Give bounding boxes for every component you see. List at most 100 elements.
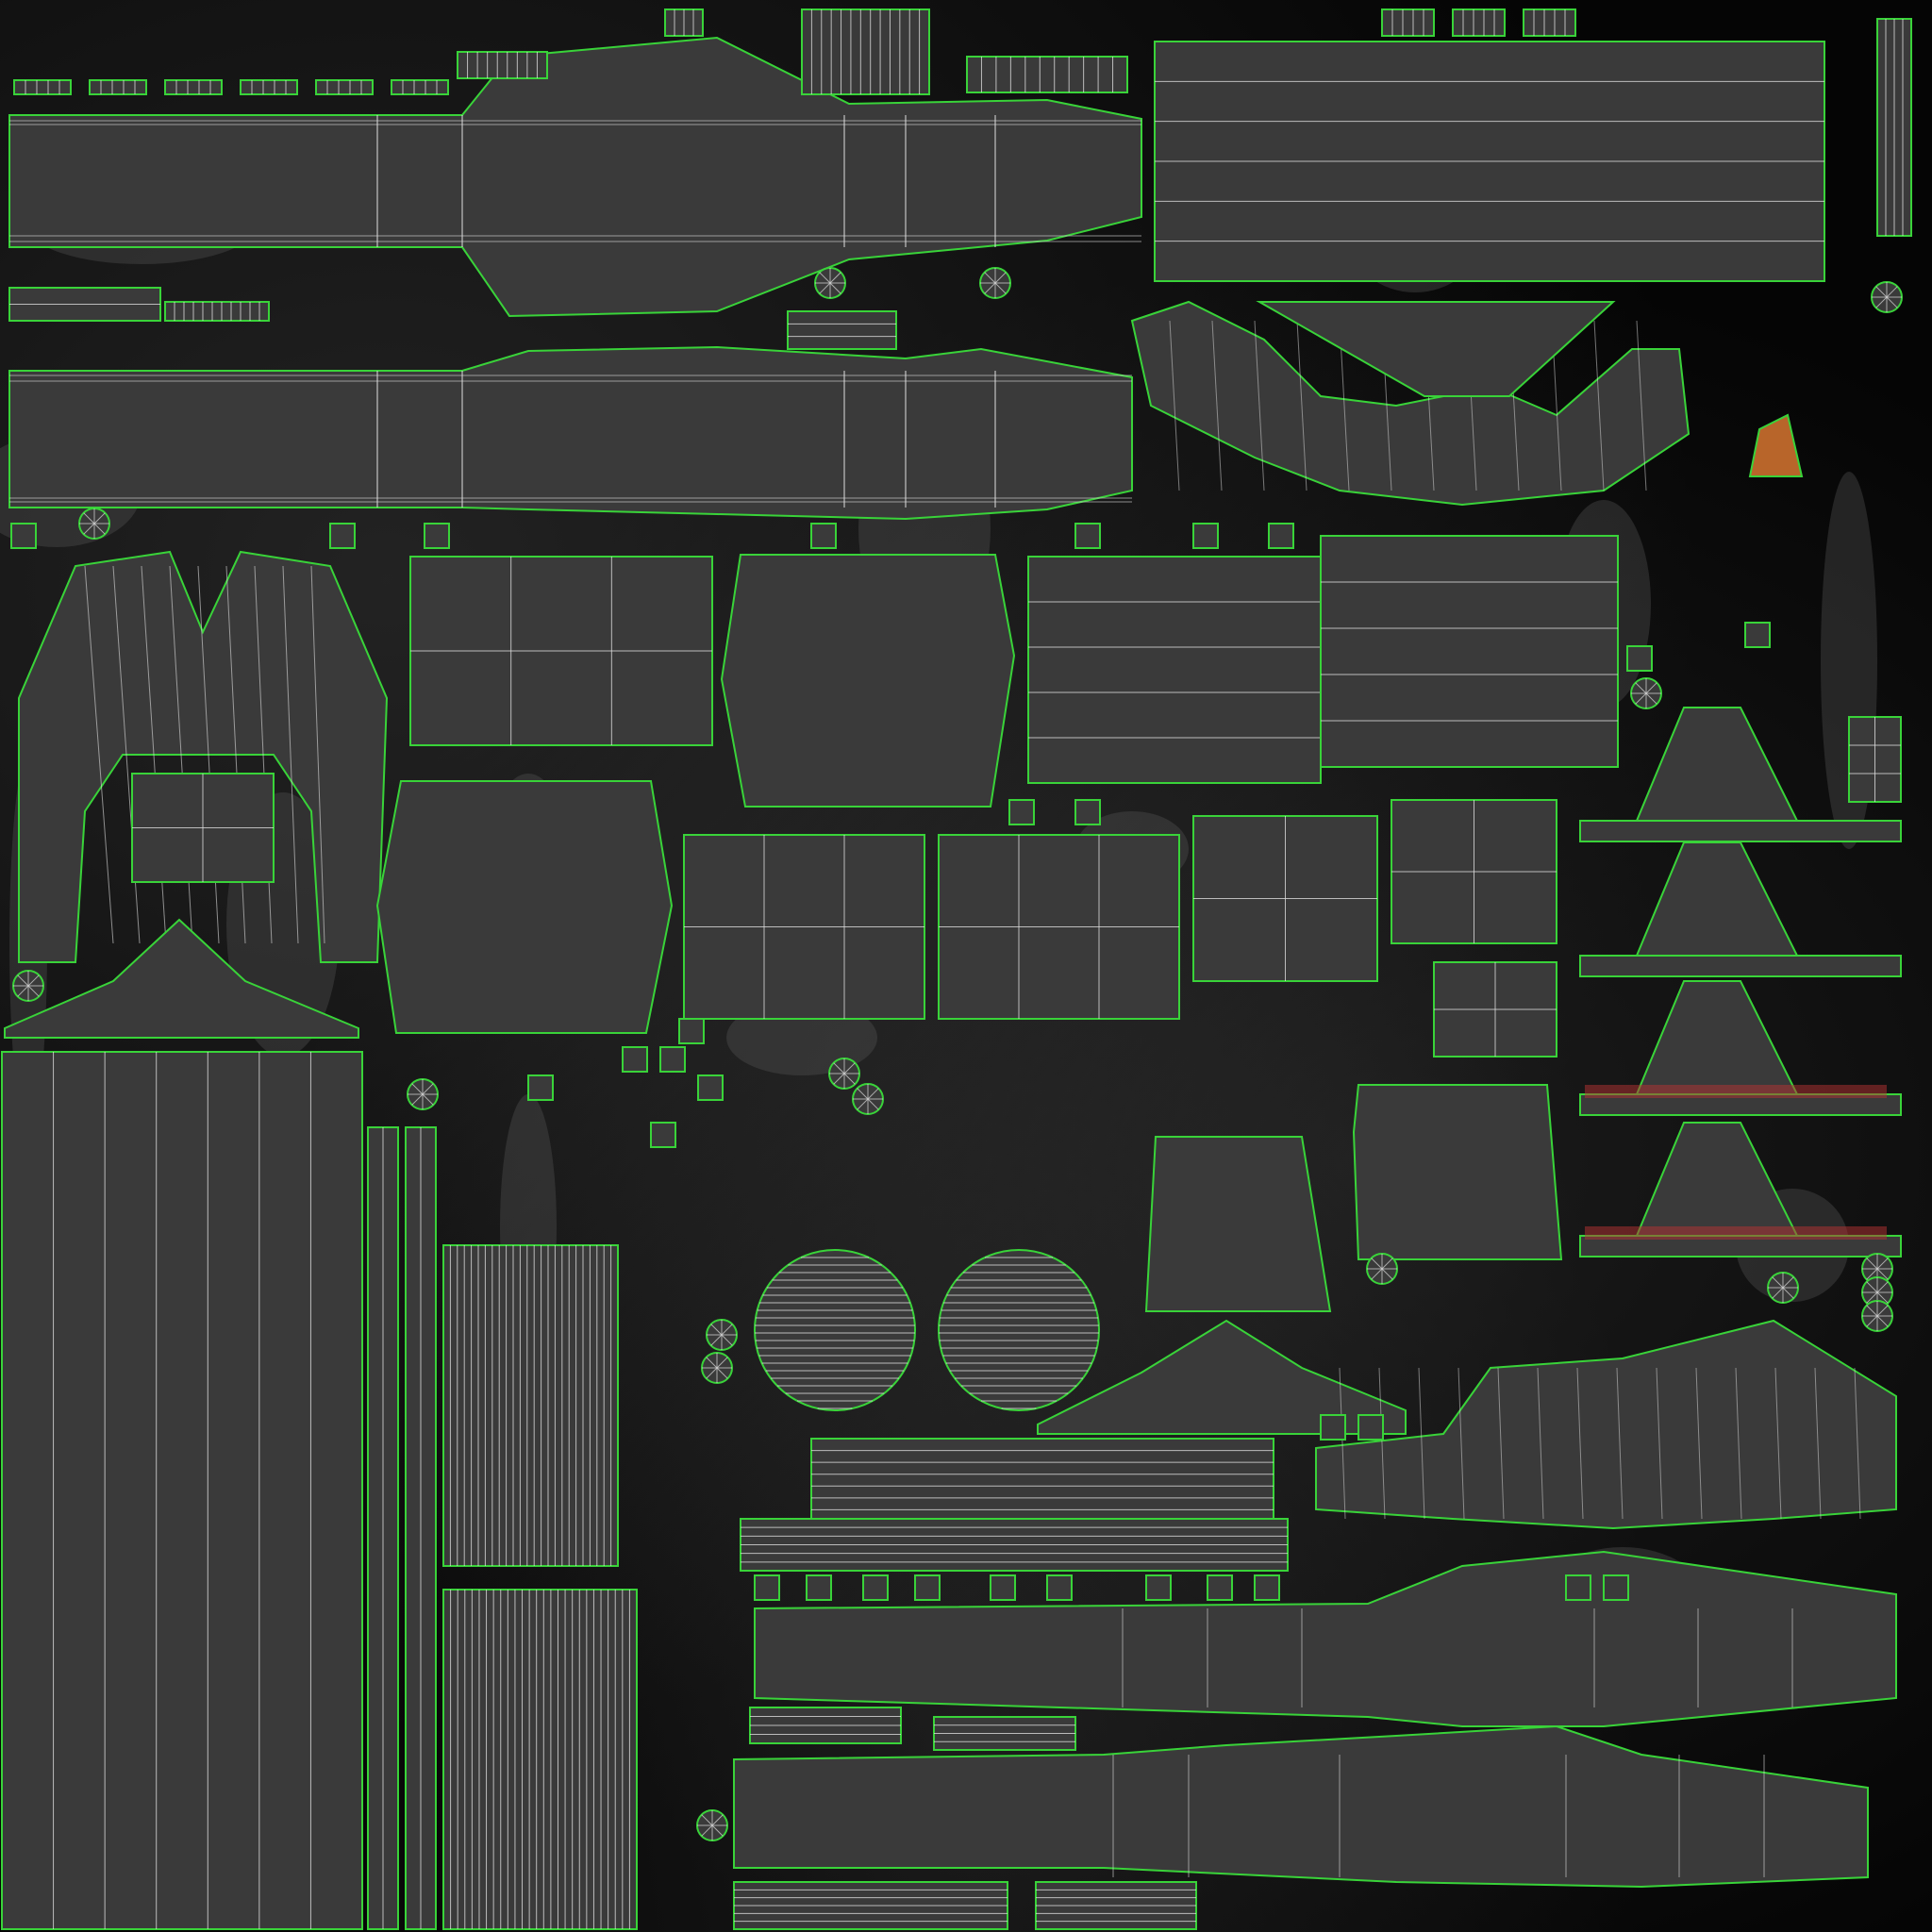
wire-line xyxy=(706,1357,718,1369)
wire-line xyxy=(1876,1305,1889,1317)
top-block-3 xyxy=(1523,8,1576,37)
small-square xyxy=(1565,1574,1591,1601)
wire-line xyxy=(711,1814,724,1826)
panel-striped-1 xyxy=(1027,556,1322,784)
small-square xyxy=(329,523,356,549)
red-stripe xyxy=(1585,1226,1887,1240)
arch-island-top xyxy=(1130,300,1690,507)
small-square xyxy=(697,1074,724,1101)
small-square xyxy=(1603,1574,1629,1601)
side-plate-large xyxy=(1,1051,363,1930)
wire-line xyxy=(1296,320,1307,491)
wire-line xyxy=(819,272,831,284)
wire-line xyxy=(1211,320,1223,491)
mini-strip xyxy=(391,79,449,95)
wire-line xyxy=(1876,1281,1889,1293)
small-square xyxy=(659,1046,686,1073)
small-square xyxy=(1192,523,1219,549)
wire-line xyxy=(1645,692,1657,705)
wire-line xyxy=(1772,1287,1784,1299)
wire-line xyxy=(867,1088,879,1100)
wire-line xyxy=(1876,1257,1889,1270)
tower-fin-2 xyxy=(1579,841,1902,971)
wire-line xyxy=(83,512,95,525)
left-grille-strip xyxy=(164,301,270,322)
wire-line xyxy=(1497,1367,1505,1520)
wire-line xyxy=(829,272,841,284)
wire-line xyxy=(1371,1257,1383,1270)
small-square xyxy=(1320,1414,1346,1441)
wire-line xyxy=(1537,1367,1544,1520)
wire-line xyxy=(1774,1367,1782,1520)
strip-lower-1 xyxy=(810,1438,1274,1523)
small-square xyxy=(1254,1574,1280,1601)
small-square xyxy=(1074,799,1101,825)
wire-line xyxy=(1854,1367,1861,1520)
wire-line xyxy=(93,512,106,525)
wing-island-left xyxy=(18,550,389,963)
block-island-1 xyxy=(1352,1084,1563,1260)
wire-line xyxy=(1782,1276,1794,1289)
small-square xyxy=(1207,1574,1233,1601)
wire-line xyxy=(706,1367,718,1379)
wire-line xyxy=(843,1073,856,1085)
block-island-2 xyxy=(1144,1136,1332,1312)
wire-line xyxy=(1866,1268,1878,1280)
panel-hex-2 xyxy=(375,780,674,1034)
small-square xyxy=(990,1574,1016,1601)
hull-strip-bottom xyxy=(733,1724,1869,1889)
small-square xyxy=(862,1574,889,1601)
wire-line xyxy=(721,1324,733,1336)
wire-line xyxy=(833,1073,845,1085)
wire-line xyxy=(1866,1315,1878,1327)
wire-line xyxy=(1457,1367,1465,1520)
fin-island-left xyxy=(4,918,359,1039)
wire-line xyxy=(1381,1257,1393,1270)
wire-line xyxy=(27,985,40,997)
mini-strip xyxy=(13,79,72,95)
wire-line xyxy=(1876,1268,1889,1280)
wire-line xyxy=(1378,1367,1386,1520)
small-square xyxy=(1046,1574,1073,1601)
tower-base-2 xyxy=(1579,955,1902,977)
wire-line xyxy=(1876,1315,1889,1327)
wire-line xyxy=(984,272,996,284)
wire-line xyxy=(1616,1367,1624,1520)
wire-line xyxy=(17,985,29,997)
small-square xyxy=(1744,622,1771,648)
mini-strip xyxy=(89,79,147,95)
small-square xyxy=(754,1574,780,1601)
small-square xyxy=(650,1122,676,1148)
wire-line xyxy=(1169,320,1180,491)
small-square xyxy=(10,523,37,549)
wire-line xyxy=(1635,692,1647,705)
wire-line xyxy=(1876,1291,1889,1304)
wire-line xyxy=(857,1098,869,1110)
wire-line xyxy=(17,974,29,987)
small-square xyxy=(1357,1414,1384,1441)
tower-base-1 xyxy=(1579,820,1902,842)
wire-line xyxy=(1418,1367,1425,1520)
wire-line xyxy=(1381,1268,1393,1280)
wire-line xyxy=(1866,1291,1878,1304)
wire-line xyxy=(411,1093,424,1106)
wire-line xyxy=(1814,1367,1822,1520)
wire-line xyxy=(843,1062,856,1074)
wire-line xyxy=(1866,1257,1878,1270)
small-square xyxy=(1626,645,1653,672)
wire-line xyxy=(1782,1287,1794,1299)
wire-line xyxy=(716,1357,728,1369)
panel-striped-2 xyxy=(1320,535,1619,768)
wire-line xyxy=(1339,1367,1346,1520)
wire-line xyxy=(710,1324,723,1336)
wire-line xyxy=(721,1334,733,1346)
wire-line xyxy=(819,282,831,294)
wire-line xyxy=(1371,1268,1383,1280)
top-grille-2 xyxy=(966,56,1128,93)
wire-line xyxy=(711,1824,724,1837)
wire-line xyxy=(994,272,1007,284)
small-square xyxy=(806,1574,832,1601)
wire-line xyxy=(984,282,996,294)
wire-line xyxy=(1875,296,1888,308)
